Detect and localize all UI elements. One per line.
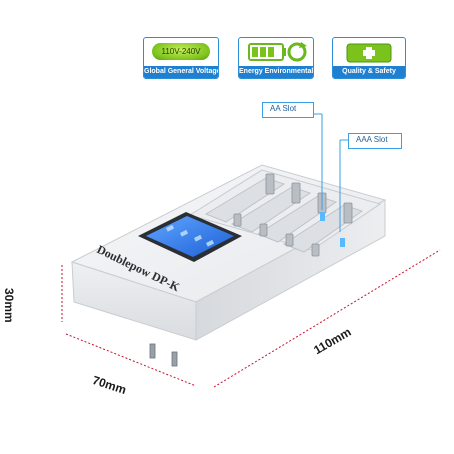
badge-global-voltage: 110V-240V Global General Voltage xyxy=(143,37,219,79)
aa-slot-label: AA Slot xyxy=(270,104,297,113)
lcd-segments xyxy=(166,224,215,247)
slot-1 xyxy=(204,177,286,223)
aaa-slot-label: AAA Slot xyxy=(356,135,388,144)
shield-plus-icon xyxy=(346,43,392,63)
lcd-screen xyxy=(146,216,234,257)
slot-3 xyxy=(256,195,338,243)
height-dimension-label: 30mm xyxy=(2,288,16,323)
callout-lines xyxy=(312,113,348,232)
battery-recycle-icon xyxy=(248,42,307,62)
slot-2 xyxy=(230,186,312,233)
charger-body: Doublepow DP-K xyxy=(70,164,387,367)
dimension-lines xyxy=(61,249,441,388)
led-3 xyxy=(320,212,325,221)
led-4 xyxy=(340,238,345,247)
battery-slots xyxy=(204,177,364,253)
voltage-pill: 110V-240V xyxy=(152,43,210,60)
badge-caption-quality: Quality & Safety xyxy=(333,66,405,78)
badge-energy-environmental: Energy Environmental xyxy=(238,37,314,79)
aa-slot-callout-box xyxy=(262,102,314,118)
badge-caption-voltage: Global General Voltage xyxy=(144,66,218,78)
badge-caption-energy: Energy Environmental xyxy=(239,66,313,78)
aaa-slot-callout-box xyxy=(348,133,402,149)
plug-prongs xyxy=(149,343,178,367)
badge-quality-safety: Quality & Safety xyxy=(332,37,406,79)
